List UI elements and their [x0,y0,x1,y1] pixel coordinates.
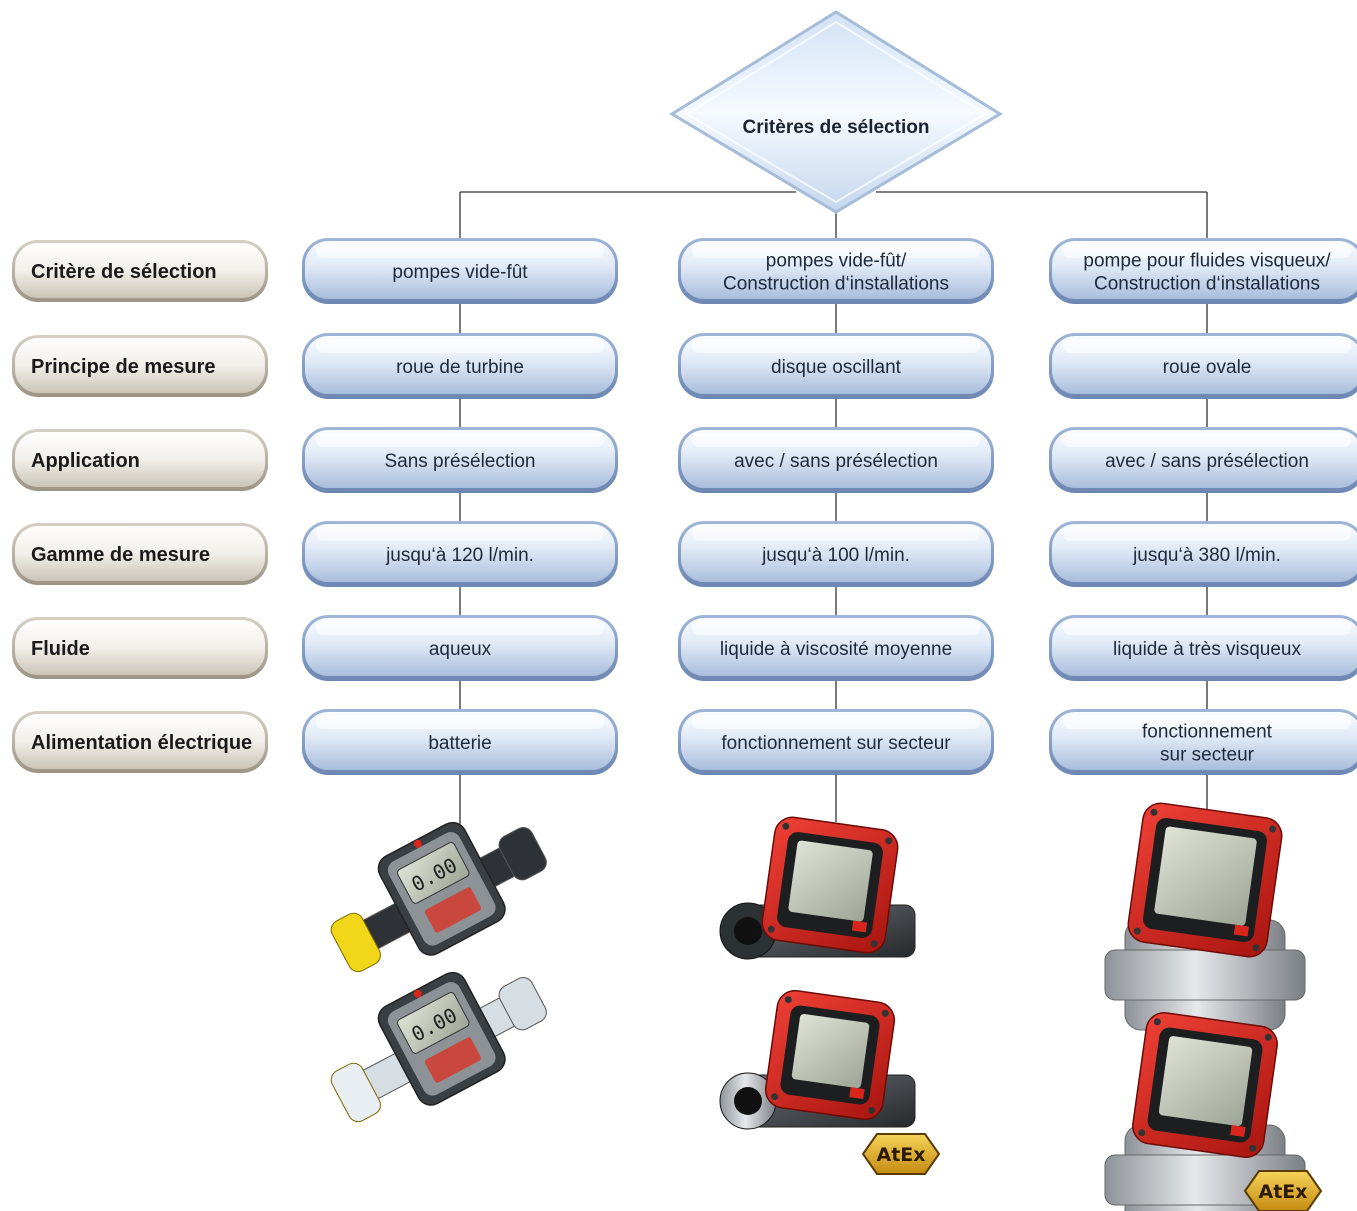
atex-badge: AtEx [861,1133,941,1175]
criteria-cell: pompes vide-fût/Construction d‘installat… [678,238,994,304]
criteria-cell-text: pompes vide-fût/ [766,251,907,272]
battery-turbine-flowmeter-white-icon: 0.00 [330,971,547,1123]
oval-gear-flowmeter-atex-icon: AtEx [1104,1012,1323,1211]
row-label: Gamme de mesure [12,523,268,585]
criteria-cell: jusqu‘à 120 l/min. [302,521,618,587]
criteria-cell: jusqu‘à 100 l/min. [678,521,994,587]
criteria-cell-text: jusqu‘à 100 l/min. [761,545,910,566]
criteria-cell-text: batterie [428,733,491,754]
criteria-cell: liquide à très visqueux [1049,615,1357,681]
criteria-cell: jusqu‘à 380 l/min. [1049,521,1357,587]
criteria-cell: roue de turbine [302,333,618,399]
row-label: Application [12,429,268,491]
row-label: Alimentation électrique [12,711,268,773]
criteria-cell: liquide à viscosité moyenne [678,615,994,681]
criteria-cell-text: jusqu‘à 120 l/min. [385,545,534,566]
row-label-text: Fluide [31,638,90,660]
battery-turbine-flowmeter-yellow-icon: 0.00 [330,821,547,973]
criteria-cell-text: jusqu‘à 380 l/min. [1132,545,1281,566]
oscillating-disc-flowmeter-icon [719,816,916,960]
criteria-cell-text: Construction d‘installations [723,274,949,295]
criteria-cell: roue ovale [1049,333,1357,399]
oval-gear-flowmeter-icon [1104,802,1306,1031]
criteria-cell: avec / sans présélection [678,427,994,493]
row-label: Principe de mesure [12,335,268,397]
criteria-cell: Sans présélection [302,427,618,493]
row-label: Critère de sélection [12,240,268,302]
criteria-cell: disque oscillant [678,333,994,399]
row-label: Fluide [12,617,268,679]
criteria-cell: fonctionnement sur secteur [678,709,994,775]
criteria-cell-text: pompes vide-fût [392,262,528,283]
criteria-cell-text: sur secteur [1160,745,1255,766]
criteria-cell-text: liquide à viscosité moyenne [720,639,952,660]
criteria-cell-text: roue de turbine [396,357,524,378]
root-label: Critères de sélection [743,117,930,138]
row-label-text: Principe de mesure [31,356,216,378]
criteria-cell: pompe pour fluides visqueux/Construction… [1049,238,1357,304]
criteria-cell-text: roue ovale [1163,357,1252,378]
criteria-cell: avec / sans présélection [1049,427,1357,493]
oscillating-disc-flowmeter-atex-icon: AtEx [719,989,941,1175]
criteria-cell: batterie [302,709,618,775]
criteria-cell-text: liquide à très visqueux [1113,639,1301,660]
row-label-text: Application [31,450,140,472]
criteria-cell-text: pompe pour fluides visqueux/ [1083,251,1331,272]
criteria-cell-text: avec / sans présélection [734,451,938,472]
row-label-text: Gamme de mesure [31,544,210,566]
criteria-cell-text: Sans présélection [384,451,535,472]
criteria-cell-text: aqueux [429,639,492,660]
criteria-cell-text: disque oscillant [771,357,902,378]
criteria-cell: pompes vide-fût [302,238,618,304]
criteria-cell: aqueux [302,615,618,681]
atex-badge-text: AtEx [876,1144,925,1166]
criteria-cell-text: fonctionnement sur secteur [721,733,951,754]
row-label-text: Alimentation électrique [31,732,252,754]
root-node: Critères de sélection [669,10,1003,214]
root-diamond-shape [669,10,1003,214]
criteria-cell-text: avec / sans présélection [1105,451,1309,472]
atex-badge-text: AtEx [1258,1181,1307,1203]
criteria-cell-text: Construction d‘installations [1094,274,1320,295]
criteria-cell-text: fonctionnement [1142,722,1273,743]
row-label-text: Critère de sélection [31,261,217,283]
atex-badge: AtEx [1243,1170,1323,1211]
